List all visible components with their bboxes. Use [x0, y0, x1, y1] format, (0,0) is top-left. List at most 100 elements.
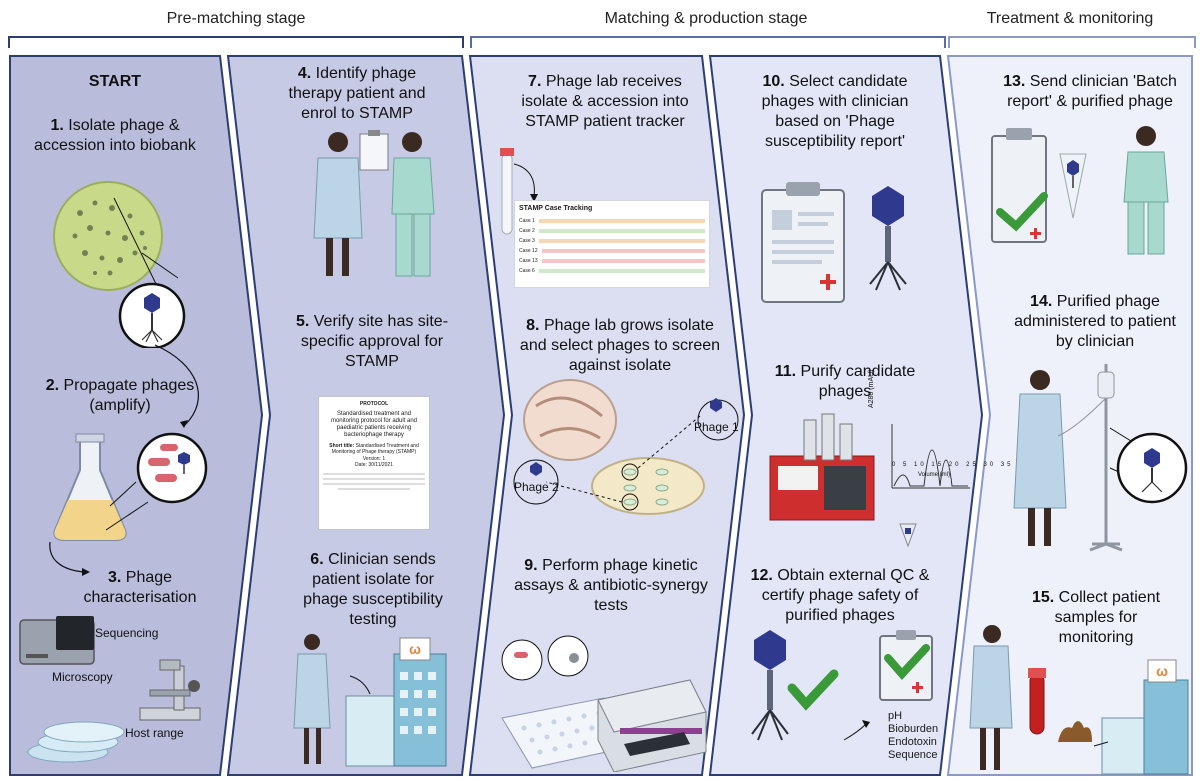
qc-item-bioburden: Bioburden — [888, 723, 939, 735]
protocol-heading: PROTOCOL — [359, 401, 389, 407]
stage-title-prematching: Pre-matching stage — [166, 10, 306, 27]
step-11-num: 11. — [774, 363, 797, 380]
step-2-num: 2. — [45, 377, 60, 394]
stage-bracket-treatment — [948, 36, 1196, 48]
tick: 0 — [892, 462, 899, 468]
svg-text:ω: ω — [409, 641, 421, 657]
report-clipboard-phage-icon — [761, 182, 907, 303]
step-1: 1. Isolate phage & accession into bioban… — [30, 116, 200, 156]
sequencer-icon — [19, 616, 95, 665]
tick: 35 — [1000, 462, 1014, 468]
batch-report-delivery-icon — [991, 126, 1169, 255]
phage-screening-plates-icon — [513, 379, 739, 515]
tracker-case: Case 2 — [519, 228, 535, 234]
plate-reader-icon — [501, 635, 707, 772]
step-3-text: Phage characterisation — [83, 569, 197, 606]
tick: 25 — [966, 462, 979, 468]
step-7-num: 7. — [528, 73, 542, 90]
step-3-num: 3. — [107, 569, 122, 586]
svg-text:ω: ω — [1156, 663, 1168, 679]
petri-dish-plaques-icon — [53, 181, 186, 348]
stage-title-treatment: Treatment & monitoring — [986, 10, 1154, 27]
petri-stack-icon — [27, 721, 125, 763]
stage-bracket-prematching — [8, 36, 464, 48]
tracker-case: Case 6 — [519, 268, 535, 274]
qc-item-endotoxin: Endotoxin — [888, 736, 937, 748]
tick: 10 — [914, 462, 927, 468]
step-12-text: Obtain external QC & certify phage safet… — [761, 567, 930, 624]
connector-arrow-1 — [154, 344, 199, 428]
step-9-text: Perform phage kinetic assays & antibioti… — [514, 557, 708, 614]
label-phage-2: Phage 2 — [514, 480, 559, 494]
tracker-row: Case 1 — [519, 216, 705, 226]
protocol-document: PROTOCOL Standardised treatment and moni… — [318, 396, 430, 530]
label-microscopy: Microscopy — [52, 670, 113, 684]
step-13: 13. Send clinician 'Batch report' & puri… — [1000, 72, 1180, 112]
tick: 30 — [983, 462, 997, 468]
step-15-text: Collect patient samples for monitoring — [1054, 589, 1161, 646]
protocol-short-title-label: Short title: — [329, 442, 355, 449]
step-15-num: 15. — [1031, 589, 1055, 606]
connector-arrow-2 — [49, 541, 90, 576]
step-5: 5. Verify site has site-specific approva… — [292, 312, 452, 372]
tracker-case: Case 1 — [519, 218, 535, 224]
protocol-title: Standardised treatment and monitoring pr… — [330, 410, 418, 438]
step-2: 2. Propagate phages (amplify) — [30, 376, 210, 416]
start-label: START — [88, 73, 142, 90]
flask-amplify-icon — [53, 432, 208, 541]
tracker-row: Case 6 — [519, 266, 705, 276]
step-9: 9. Perform phage kinetic assays & antibi… — [506, 556, 716, 616]
step-9-num: 9. — [524, 557, 538, 574]
stage-title-matching: Matching & production stage — [604, 10, 808, 27]
step-10: 10. Select candidate phages with clinici… — [740, 72, 930, 152]
step-12: 12. Obtain external QC & certify phage s… — [744, 566, 936, 626]
step-11-text: Purify candidate phages — [800, 363, 916, 400]
label-host-range: Host range — [125, 726, 184, 740]
step-1-num: 1. — [50, 117, 64, 134]
protocol-short-title: Standardised Treatment and Monitoring of… — [331, 442, 419, 456]
step-8: 8. Phage lab grows isolate and select ph… — [512, 316, 728, 376]
swab-tube-icon — [500, 148, 538, 235]
step-8-num: 8. — [526, 317, 540, 334]
tick: 15 — [931, 462, 945, 468]
step-13-num: 13. — [1003, 73, 1026, 90]
qc-checklist: pH Bioburden Endotoxin Sequence — [888, 710, 938, 762]
microscope-icon — [139, 659, 201, 721]
patient-clinician-icon — [313, 130, 435, 277]
step-11: 11. Purify candidate phages — [770, 362, 920, 402]
tick: 20 — [948, 462, 962, 468]
protocol-date: Date: 30/11/2021 — [355, 462, 393, 468]
step-14: 14. Purified phage administered to patie… — [1010, 292, 1180, 352]
step-6: 6. Clinician sends patient isolate for p… — [288, 550, 458, 630]
tracker-row: Case 13 — [519, 256, 705, 266]
tracker-row: Case 2 — [519, 226, 705, 236]
tracker-title: STAMP Case Tracking — [519, 205, 593, 212]
tick: 5 — [903, 462, 910, 468]
step-4-num: 4. — [297, 65, 312, 82]
step-10-num: 10. — [762, 73, 785, 90]
step-1-text: Isolate phage & accession into biobank — [34, 117, 196, 154]
tracker-case: Case 13 — [519, 258, 538, 264]
phage-administration-icon — [1013, 364, 1188, 552]
step-2-text: Propagate phages (amplify) — [63, 377, 195, 414]
tracker-row: Case 3 — [519, 236, 705, 246]
qc-item-ph: pH — [888, 710, 903, 722]
qc-certify-icon — [751, 630, 933, 741]
step-14-num: 14. — [1030, 293, 1053, 310]
step-12-num: 12. — [750, 567, 773, 584]
chromatogram-xlabel: Volume (ml) — [918, 472, 951, 478]
step-5-text: Verify site has site-specific approval f… — [300, 313, 449, 370]
step-6-text: Clinician sends patient isolate for phag… — [303, 551, 443, 628]
label-sequencing: Sequencing — [95, 626, 159, 640]
protocol-version: Version: 1 — [362, 455, 386, 462]
tracker-case: Case 3 — [519, 238, 535, 244]
step-3: 3. Phage characterisation — [70, 568, 210, 608]
qc-item-sequence: Sequence — [888, 749, 938, 761]
step-5-num: 5. — [295, 313, 310, 330]
chromatogram-ylabel: A280 (mAU) — [868, 369, 875, 408]
patient-samples-icon: ω — [969, 625, 1189, 775]
step-4: 4. Identify phage therapy patient and en… — [272, 64, 442, 124]
label-phage-1: Phage 1 — [694, 420, 739, 434]
step-4-text: Identify phage therapy patient and enrol… — [288, 65, 426, 122]
step-15: 15. Collect patient samples for monitori… — [1016, 588, 1176, 648]
